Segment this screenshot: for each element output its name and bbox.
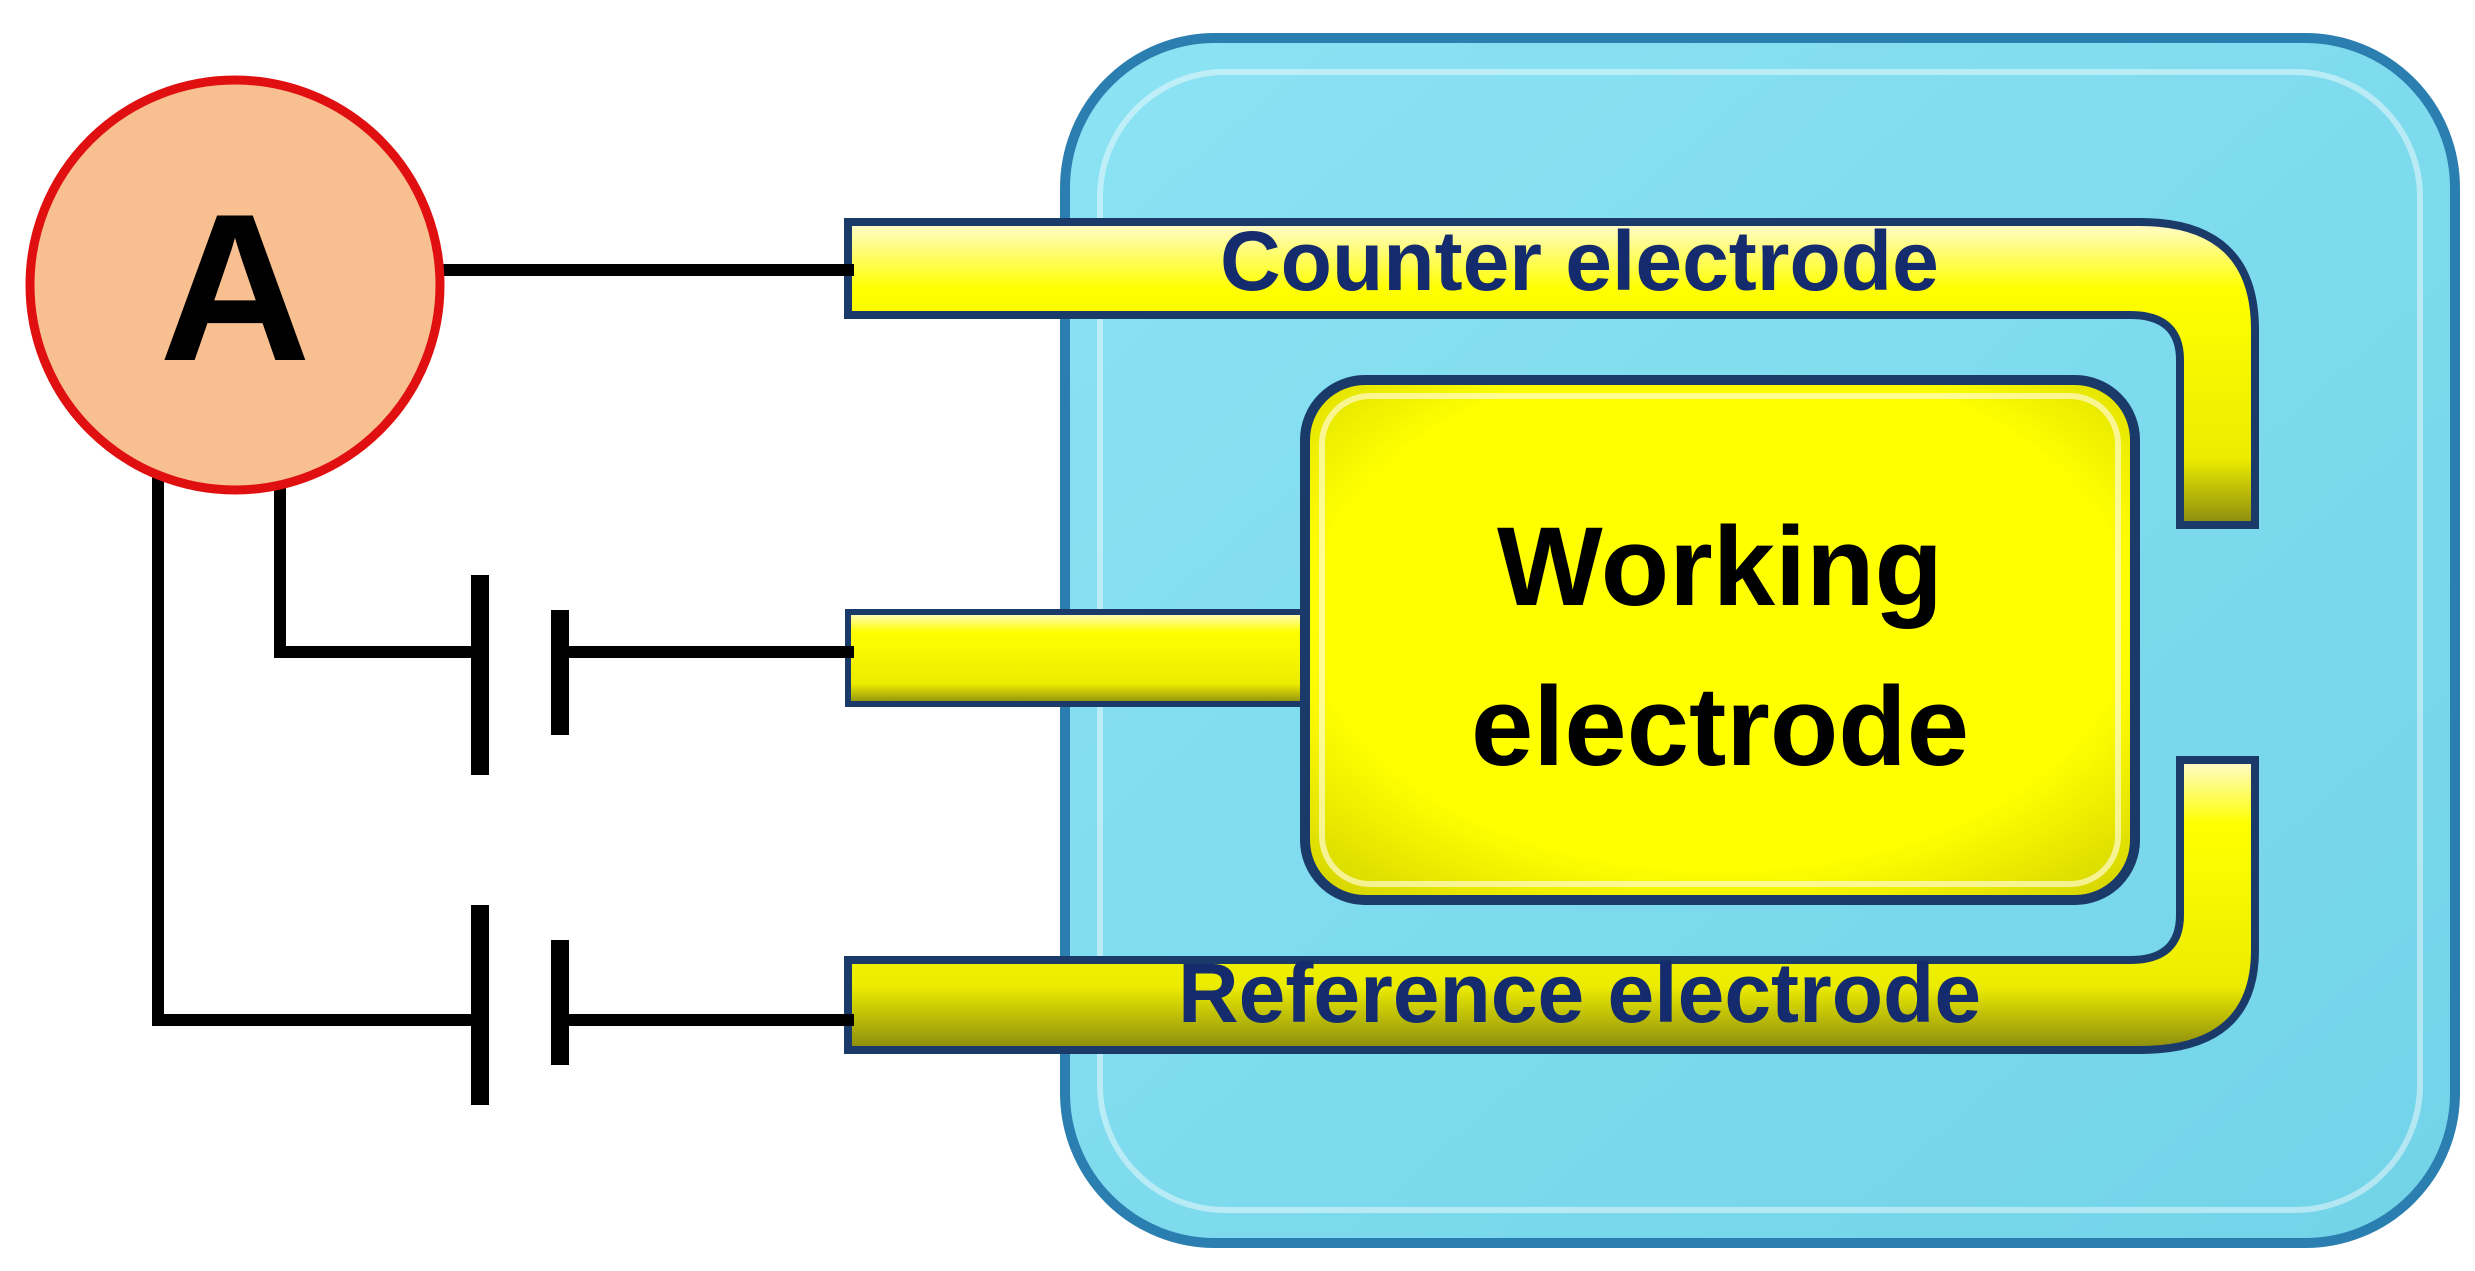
circuit-wires	[152, 264, 854, 1026]
working-electrode-label-line1: Working	[1497, 504, 1943, 629]
voltage-source-2	[471, 905, 569, 1105]
reference-electrode-label: Reference electrode	[1178, 946, 1981, 1040]
ammeter-circle	[25, 75, 445, 495]
working-electrode-lead	[845, 609, 1311, 707]
voltage-source-1	[471, 575, 569, 775]
working-electrode	[1300, 375, 2140, 905]
working-electrode-label-line2: electrode	[1471, 664, 1969, 789]
working-electrode-bevel	[1319, 393, 2121, 887]
ammeter-symbol: A	[159, 170, 311, 405]
reference-electrode	[844, 756, 2259, 1054]
counter-electrode	[844, 218, 2259, 529]
ammeter: A	[25, 75, 445, 495]
counter-electrode-label: Counter electrode	[1220, 214, 1939, 308]
